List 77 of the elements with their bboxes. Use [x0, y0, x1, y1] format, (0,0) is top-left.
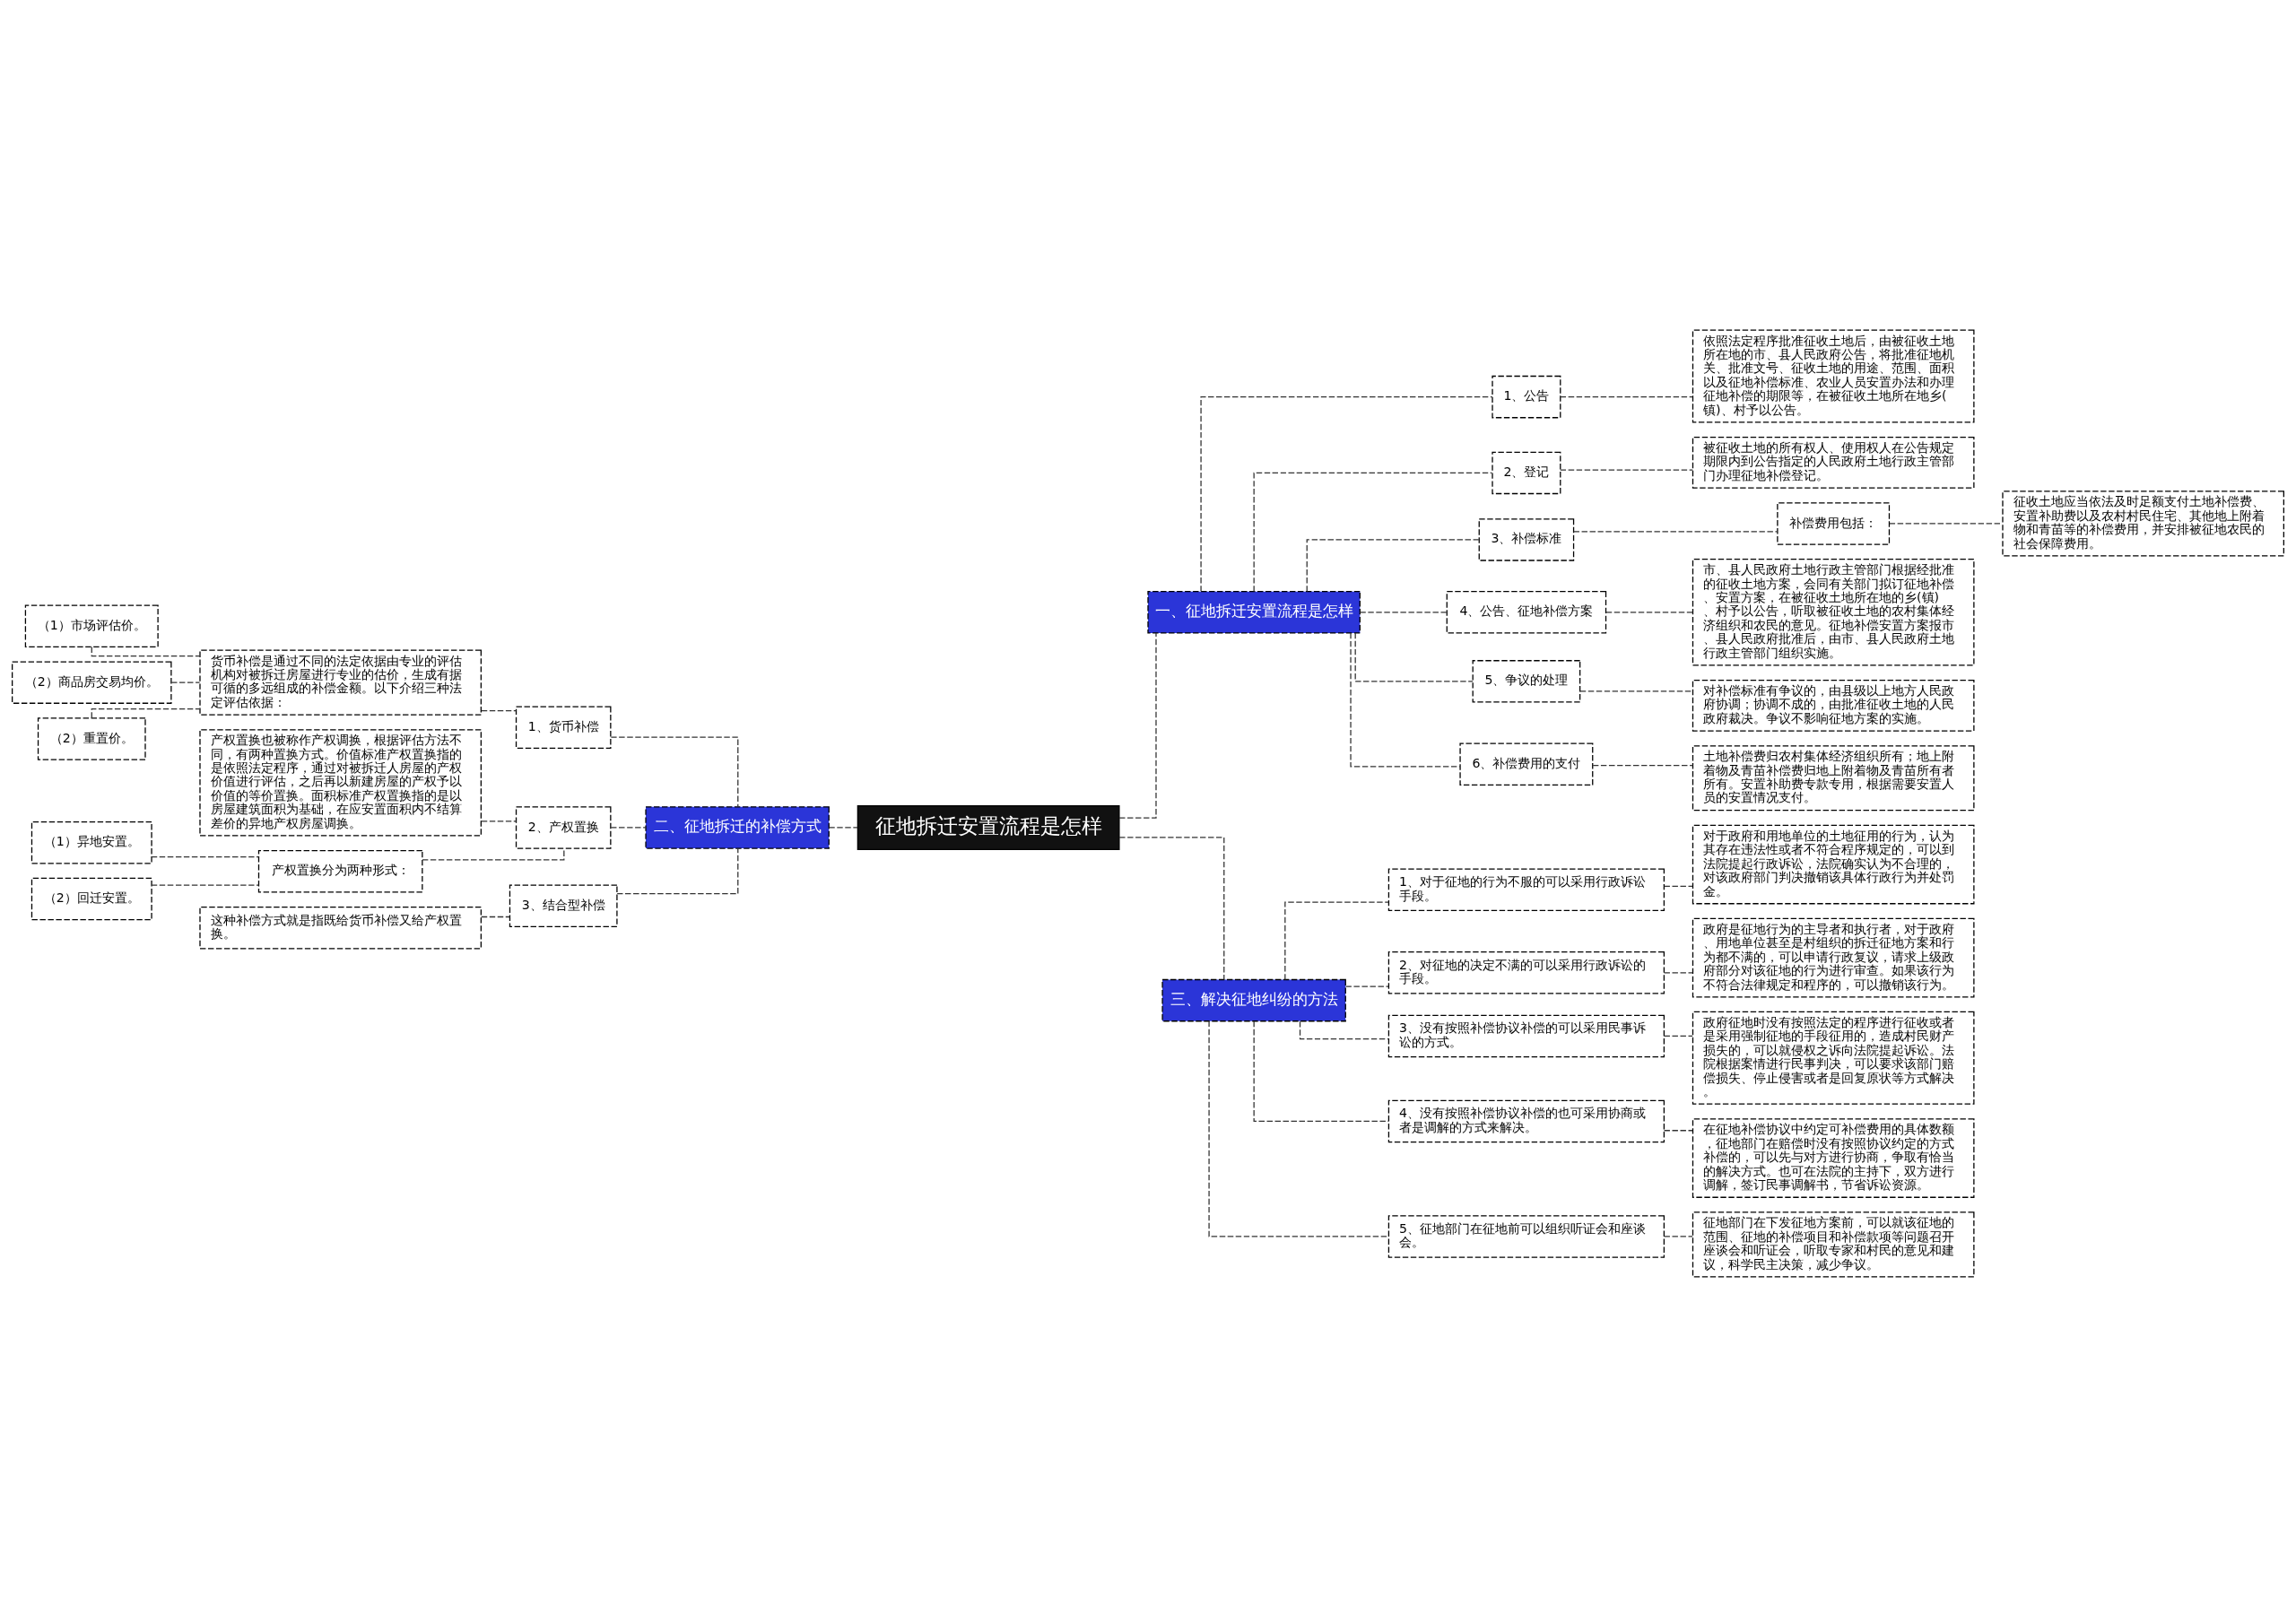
- connector: [1592, 764, 1694, 766]
- connector: [1663, 885, 1693, 887]
- node-box: （2）回迁安置。: [30, 877, 152, 920]
- node-box: 1、货币补偿: [515, 706, 612, 749]
- node-box: （2）重置价。: [37, 716, 146, 760]
- node-box: 产权置换分为两种形式：: [257, 849, 423, 893]
- connector: [610, 826, 647, 829]
- node-box: 3、没有按照补偿协议补偿的可以采用民事诉讼的方式。: [1387, 1014, 1665, 1057]
- node-box: （2）商品房交易均价。: [12, 660, 172, 704]
- connector: [1663, 1129, 1693, 1131]
- connector: [1663, 971, 1693, 973]
- connector: [1573, 530, 1779, 533]
- node-box: 4、公告、征地补偿方案: [1446, 590, 1607, 634]
- node-box: 2、产权置换: [515, 805, 612, 849]
- connector: [1663, 1235, 1693, 1237]
- connector: [1359, 611, 1448, 612]
- node-box: 3、结合型补偿: [509, 884, 618, 927]
- connector: [1306, 538, 1480, 592]
- connector: [481, 820, 517, 822]
- node-box: 市、县人民政府土地行政主管部门根据经批准的征收土地方案，会同有关部门拟订征地补偿、安置方案，在被征收土地所在地的乡(镇)、村予以公告，听取被征收土地的农村集体经济组织和农民的意见。征地补偿安置方案报市、县人民政府批准后，由市、县人民政府土地行政主管部门组织实施。: [1692, 558, 1975, 665]
- node-box: 6、补偿费用的支付: [1459, 742, 1594, 786]
- connector: [610, 736, 739, 807]
- node-box: 货币补偿是通过不同的法定依据由专业的评估机构对被拆迁房屋进行专业的估价，生成有据可循的多远组成的补偿金额。以下介绍三种法定评估依据：: [199, 649, 482, 716]
- node-box: （1）异地安置。: [30, 820, 152, 864]
- node-box: 政府是征地行为的主导者和执行者，对于政府、用地单位甚至是村组织的拆迁征地方案和行为都不满的，可以申请行政复议，请求上级政府部分对该征地的行为进行审查。如果该行为不符合法律规定和程序的，可以撤销该行为。: [1692, 917, 1975, 997]
- connector: [616, 847, 739, 894]
- node-box: 1、公告: [1492, 375, 1561, 418]
- connector: [151, 855, 259, 857]
- connector: [481, 916, 510, 917]
- node-box: 对于政府和用地单位的土地征用的行为，认为其存在违法性或者不符合程序规定的，可以到法院提起行政诉讼，法院确实认为不合理的，对该政府部门判决撤销该具体行政行为并处罚金。: [1692, 824, 1975, 904]
- node-box: 1、对于征地的行为不服的可以采用行政诉讼手段。: [1387, 868, 1665, 911]
- connector: [91, 646, 201, 656]
- node-box: 土地补偿费归农村集体经济组织所有；地上附着物及青苗补偿费归地上附着物及青苗所有者所有。安置补助费专款专用，根据需要安置人员的安置情况支付。: [1692, 744, 1975, 811]
- connector: [1344, 985, 1389, 987]
- node-box: 在征地补偿协议中约定可补偿费用的具体数额，征地部门在赔偿时没有按照协议约定的方式补偿的，可以先与对方进行协商，争取有恰当的解决方式。也可在法院的主持下，双方进行调解，签订民事调解书，节省诉讼资源。: [1692, 1117, 1975, 1198]
- connector: [1284, 900, 1389, 980]
- connector: [1889, 522, 2004, 525]
- connector: [1579, 690, 1694, 691]
- node-box: 征收土地应当依法及时足额支付土地补偿费、安置补助费以及农村村民住宅、其他地上附着物和青苗等的补偿费用，并安排被征地农民的社会保障费用。: [2002, 490, 2284, 556]
- node-box: 被征收土地的所有权人、使用权人在公告规定期限内到公告指定的人民政府土地行政主管部门办理征地补偿登记。: [1692, 436, 1975, 489]
- node-box: 征地部门在下发征地方案前，可以就该征地的范围、征地的补偿项目和补偿款项等问题召开座谈会和听证会，听取专家和村民的意见和建议，科学民主决策，减少争议。: [1692, 1211, 1975, 1277]
- connector: [91, 708, 201, 718]
- node-box: 政府征地时没有按照法定的程序进行征收或者是采用强制征地的手段征用的，造成村民财产损失的，可以就侵权之诉向法院提起诉讼。法院根据案情进行民事判决，可以要求该部门赔偿损失、停止侵害或者是回复原状等方式解决。: [1692, 1011, 1975, 1105]
- connector: [1350, 631, 1461, 768]
- connector: [1253, 472, 1493, 592]
- connector: [1118, 836, 1225, 980]
- connector: [1560, 469, 1693, 471]
- connector: [151, 884, 259, 886]
- node-box: 三、解决征地纠纷的方法: [1161, 978, 1346, 1021]
- node-box: 4、没有按照补偿协议补偿的也可采用协商或者是调解的方式来解决。: [1387, 1099, 1665, 1142]
- node-box: 这种补偿方式就是指既给货币补偿又给产权置换。: [199, 906, 482, 949]
- node-box: 2、对征地的决定不满的可以采用行政诉讼的手段。: [1387, 951, 1665, 994]
- node-box: （1）市场评估价。: [24, 603, 159, 647]
- node-box: 产权置换也被称作产权调换，根据评估方法不同，有两种置换方式。价值标准产权置换指的是依照法定程序，通过对被拆迁人房屋的产权价值进行评估，之后再以新建房屋的产权予以价值的等价置换。面积标准产权置换指的是以房屋建筑面积为基础，在应安置面积内不结算差价的异地产权房屋调换。: [199, 728, 482, 837]
- connector: [170, 681, 201, 683]
- node-box: 对补偿标准有争议的，由县级以上地方人民政府协调；协调不成的，由批准征收土地的人民政府裁决。争议不影响征地方案的实施。: [1692, 679, 1975, 732]
- node-box: 补偿费用包括：: [1777, 501, 1891, 545]
- connector: [1200, 395, 1493, 592]
- connector: [1354, 631, 1474, 681]
- connector: [1208, 1020, 1389, 1237]
- connector: [828, 826, 858, 829]
- connector: [1605, 611, 1693, 612]
- node-box: 征地拆迁安置流程是怎样: [857, 804, 1120, 850]
- connector: [1560, 395, 1693, 397]
- node-box: 3、补偿标准: [1478, 517, 1575, 561]
- node-box: 2、登记: [1492, 451, 1561, 494]
- connector: [1663, 1035, 1693, 1037]
- connector: [1118, 631, 1157, 819]
- connector: [481, 709, 517, 711]
- node-box: 依照法定程序批准征收土地后，由被征收土地所在地的市、县人民政府公告，将批准征地机关、批准文号、征收土地的用途、范围、面积以及征地补偿标准、农业人员安置办法和办理征地补偿的期限等，在被征收土地所在地乡(镇)、村予以公告。: [1692, 329, 1975, 422]
- node-box: 一、征地拆迁安置流程是怎样: [1147, 590, 1361, 634]
- connector: [1299, 1020, 1389, 1039]
- node-box: 二、征地拆迁的补偿方式: [645, 805, 830, 849]
- connector: [1253, 1020, 1389, 1122]
- node-box: 5、争议的处理: [1472, 659, 1581, 703]
- connector: [422, 847, 565, 861]
- node-box: 5、征地部门在征地前可以组织听证会和座谈会。: [1387, 1214, 1665, 1258]
